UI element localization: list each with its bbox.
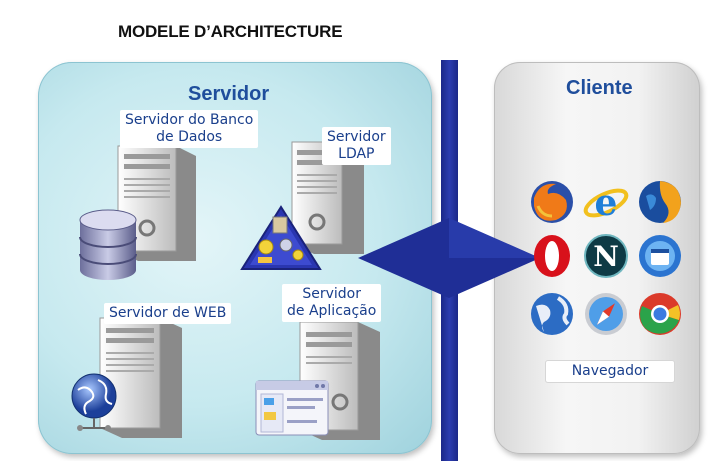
web-server-tower xyxy=(99,317,182,438)
app-server-label-line1: Servidor xyxy=(302,286,361,302)
netscape-icon: N xyxy=(584,234,628,278)
ldap-server-label: Servidor LDAP xyxy=(322,127,391,165)
firefox-icon xyxy=(531,181,573,223)
globe-browser-icon xyxy=(531,293,573,335)
database-icon xyxy=(79,209,137,280)
svg-text:N: N xyxy=(593,240,619,273)
web-server-label-line1: Servidor de WEB xyxy=(109,305,227,321)
kmeleon-icon xyxy=(639,235,681,277)
db-server-label: Servidor do Banco de Dados xyxy=(120,110,259,148)
db-server-label-line2: de Dados xyxy=(156,129,223,145)
app-server-label-line2: de Aplicação xyxy=(287,303,377,319)
ldap-server-label-line1: Servidor xyxy=(327,129,386,145)
globe-network-icon xyxy=(71,373,117,431)
svg-text:e: e xyxy=(595,182,618,224)
browser-label: Navegador xyxy=(546,361,674,382)
opera-icon xyxy=(534,235,570,277)
web-server-label: Servidor de WEB xyxy=(104,303,232,324)
internet-explorer-icon: e xyxy=(583,182,629,224)
page-title: MODELE D’ARCHITECTURE xyxy=(118,22,343,41)
ldap-server-label-line2: LDAP xyxy=(338,146,375,162)
server-heading: Servidor xyxy=(188,83,270,105)
firefox-globe-icon xyxy=(639,181,681,223)
db-server-label-line1: Servidor do Banco xyxy=(125,112,254,128)
application-window-icon xyxy=(255,380,329,436)
safari-icon xyxy=(585,293,627,335)
chrome-icon xyxy=(639,293,681,335)
client-heading: Cliente xyxy=(566,77,633,99)
app-server-label: Servidor de Aplicação xyxy=(282,284,382,322)
ldap-directory-icon xyxy=(240,205,322,270)
